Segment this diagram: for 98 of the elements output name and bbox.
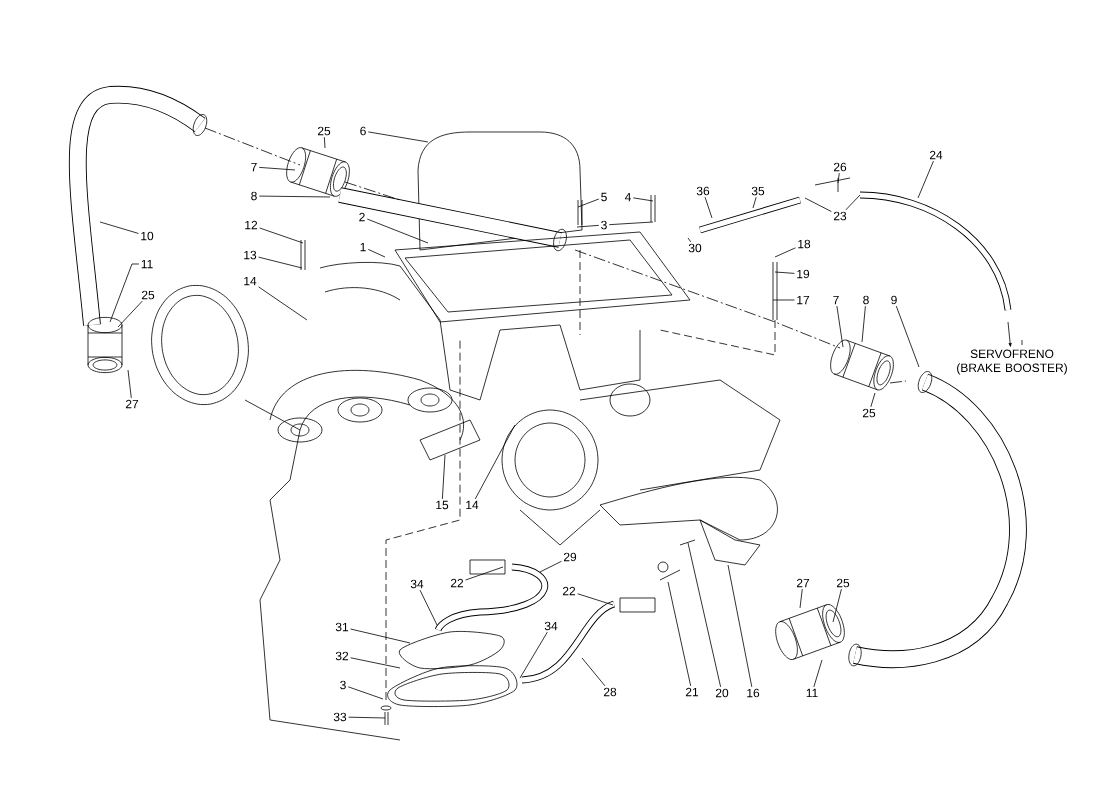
callout-number: 30: [688, 243, 702, 253]
leader-line: [419, 589, 438, 626]
leader-line: [917, 160, 934, 199]
callout-number: 28: [603, 687, 617, 697]
callout-number: 34: [544, 621, 558, 631]
callout-number: 3: [601, 220, 607, 230]
callout-number: 14: [466, 500, 479, 510]
leader-line: [837, 172, 840, 184]
leader-line: [752, 196, 757, 209]
leader-line: [799, 588, 803, 609]
callout-number: 29: [563, 552, 577, 562]
leader-line: [832, 588, 842, 623]
leader-line: [577, 198, 600, 208]
leader-line: [258, 286, 308, 321]
callout-number: 17: [797, 295, 810, 305]
callout-number: 19: [797, 269, 810, 279]
callout-number: 2: [359, 212, 365, 222]
leader-line: [581, 657, 606, 687]
leader-line: [258, 167, 296, 171]
leader-line: [632, 197, 654, 202]
leader-line: [861, 305, 866, 343]
leader-line: [1007, 321, 1012, 347]
leader-line: [347, 686, 384, 700]
leader-line: [323, 136, 326, 149]
callout-number: 25: [141, 290, 155, 300]
leader-line: [687, 237, 692, 243]
leader-line: [813, 659, 823, 688]
leader-line: [258, 256, 303, 269]
callout-number: 33: [333, 712, 347, 722]
callout-number: 6: [360, 126, 366, 136]
leader-line: [836, 305, 844, 348]
callout-number: 22: [450, 578, 464, 588]
callout-number: 36: [696, 186, 710, 196]
callout-number: 31: [335, 622, 349, 632]
leader-line: [350, 657, 401, 669]
note-text: SERVOFRENO (BRAKE BOOSTER): [957, 349, 1067, 375]
callout-number: 12: [245, 220, 258, 230]
leader-line: [465, 566, 504, 581]
callout-number: 25: [836, 578, 850, 588]
callout-number: 18: [798, 239, 811, 249]
callout-number: 34: [410, 579, 424, 589]
leader-line: [366, 218, 429, 244]
leader-line: [870, 392, 876, 408]
callout-number: 16: [747, 688, 760, 698]
callout-number: 20: [715, 688, 729, 698]
leader-line: [441, 454, 446, 500]
callout-number: 23: [833, 211, 847, 221]
callout-number: 24: [929, 150, 943, 160]
leader-line: [667, 581, 692, 687]
leader-line: [845, 194, 861, 211]
callout-number: 22: [562, 586, 576, 596]
leader-line: [576, 225, 600, 228]
callout-number: 9: [891, 295, 897, 305]
callout-number: 26: [833, 162, 847, 172]
callout-number: 8: [863, 295, 869, 305]
callout-number: 11: [806, 688, 818, 698]
leader-line: [895, 305, 920, 368]
callout-number: 13: [244, 250, 257, 260]
callout-number: 35: [751, 186, 765, 196]
leader-line: [474, 424, 516, 500]
leader-line: [774, 247, 796, 258]
callout-number: 21: [685, 687, 699, 697]
leader-line: [608, 221, 654, 226]
leader-line: [804, 197, 832, 212]
leader-line: [109, 263, 140, 323]
leader-line: [539, 560, 562, 573]
callout-number: 7: [833, 295, 839, 305]
callout-number: 4: [624, 192, 631, 202]
callout-number: 27: [796, 578, 810, 588]
leader-line: [727, 564, 753, 688]
leader-line: [348, 716, 386, 719]
callout-number: 3: [340, 680, 346, 690]
callout-number: 7: [251, 162, 257, 172]
leader-line: [519, 631, 548, 679]
callout-number: 25: [317, 126, 331, 136]
callout-number: 11: [141, 259, 153, 269]
callout-number: 27: [125, 399, 139, 409]
leader-line: [258, 195, 331, 198]
leader-line: [367, 249, 386, 258]
leader-line: [577, 593, 614, 606]
leader-line: [772, 299, 795, 301]
callout-number: 10: [141, 231, 154, 241]
leader-line: [350, 628, 411, 644]
callout-number: 25: [862, 408, 876, 418]
callout-number: 8: [251, 191, 257, 201]
leader-line: [367, 131, 429, 143]
leader-line: [259, 227, 304, 244]
callout-number: 5: [601, 192, 607, 202]
leader-line: [117, 300, 143, 328]
callout-number: 14: [244, 276, 257, 286]
leader-line: [704, 196, 713, 219]
leader-line: [774, 271, 795, 274]
leader-line: [687, 542, 721, 688]
leader-line: [99, 221, 139, 234]
leader-line: [127, 369, 132, 399]
callout-number: 1: [360, 242, 366, 252]
callout-number: 15: [436, 500, 449, 510]
callout-number: 32: [335, 651, 349, 661]
